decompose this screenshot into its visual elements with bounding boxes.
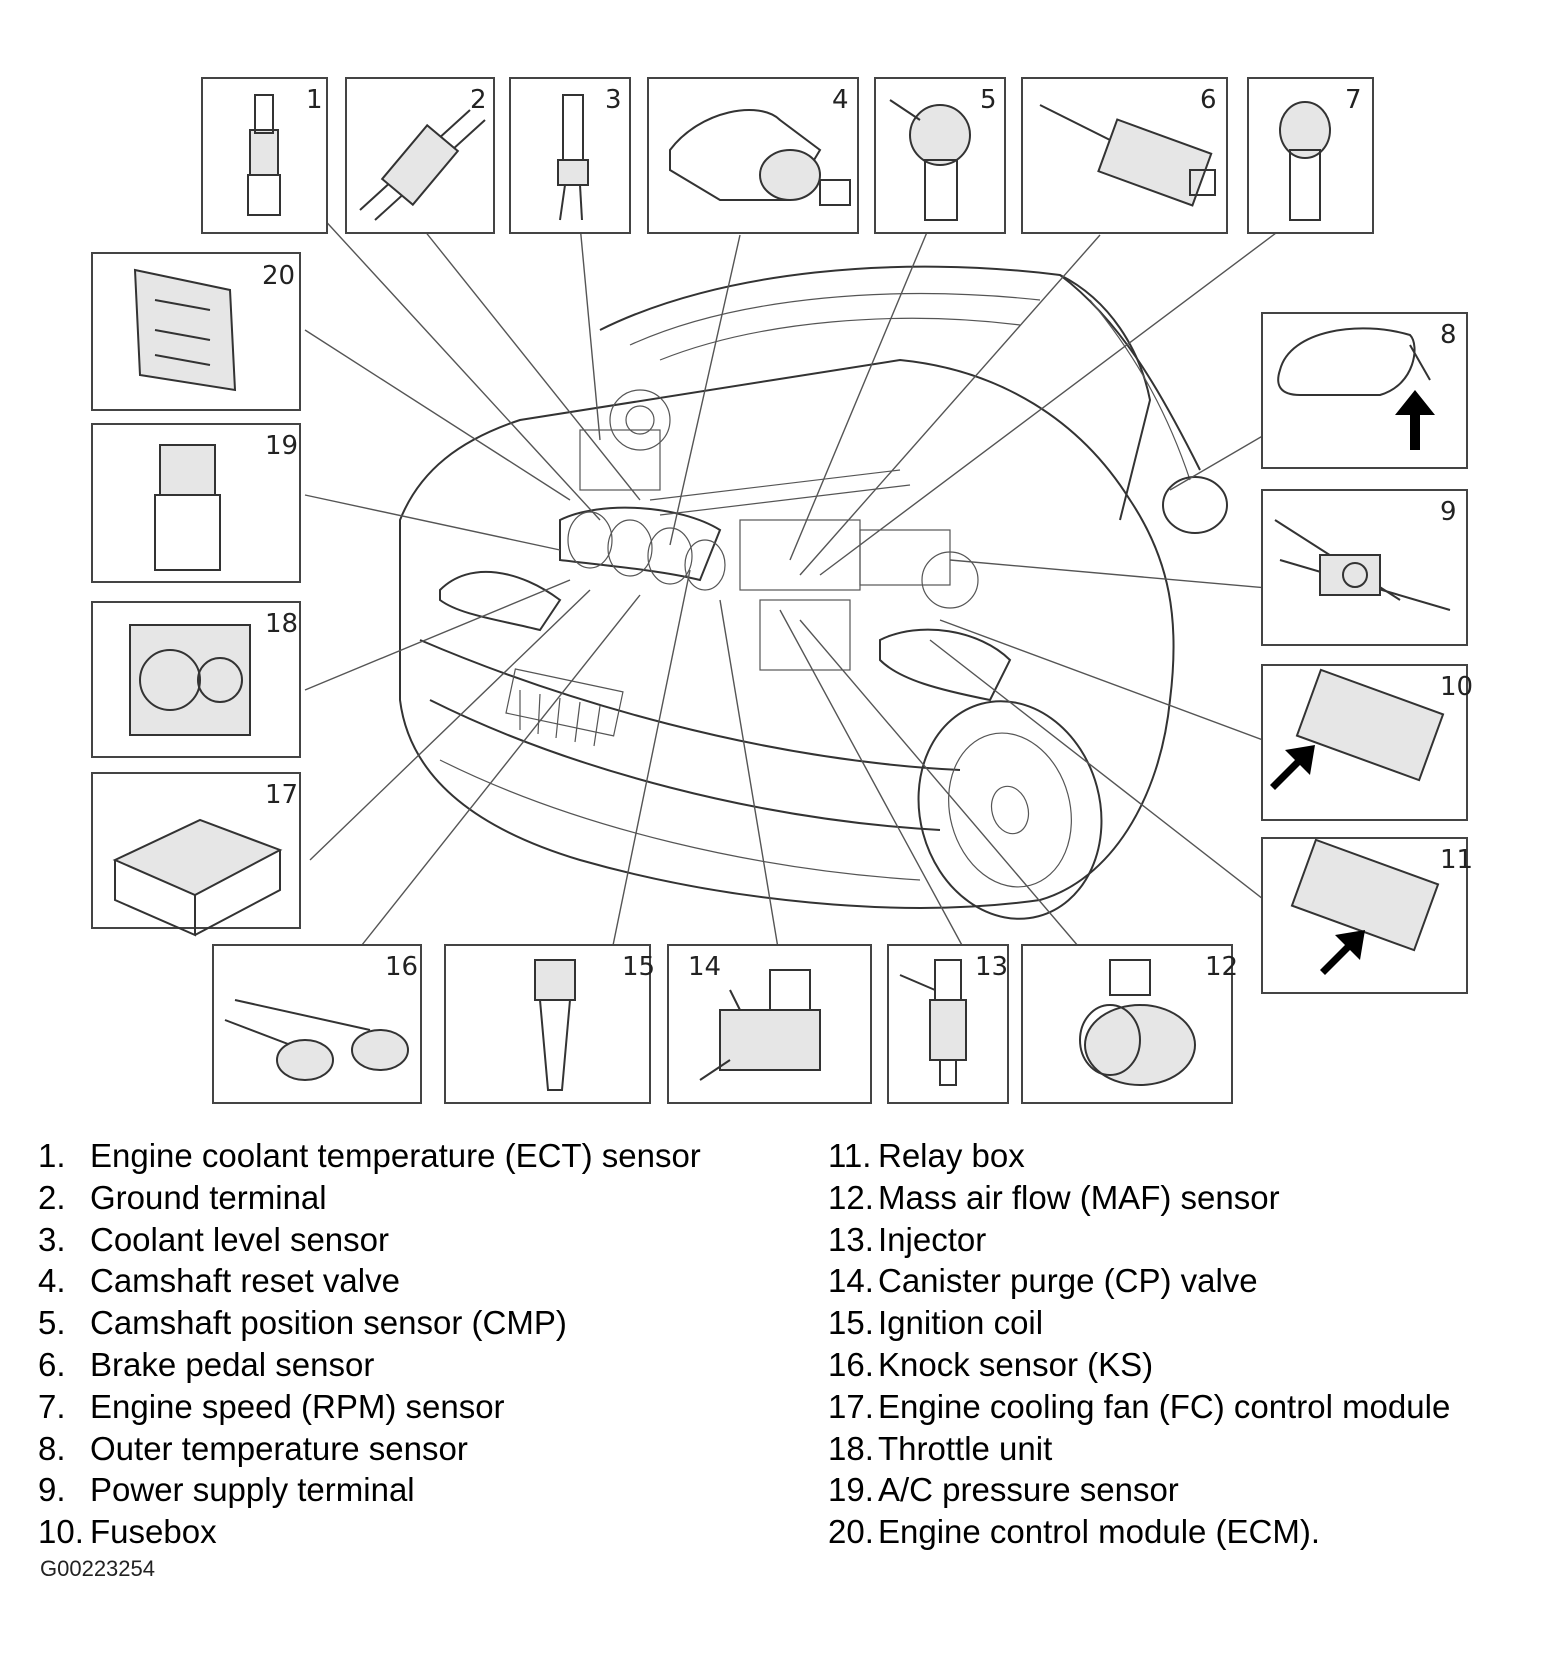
callout-4: 4 — [647, 77, 859, 234]
arrow-icon — [1395, 390, 1435, 450]
legend-item: 11.Relay box — [828, 1137, 1025, 1174]
legend-item: 18.Throttle unit — [828, 1429, 1053, 1467]
legend-item: 6.Brake pedal sensor — [38, 1345, 375, 1383]
callout-number: 3 — [605, 85, 622, 115]
legend-item: 8.Outer temperature sensor — [38, 1429, 468, 1467]
callout-number: 7 — [1345, 85, 1362, 115]
callout-number: 10 — [1440, 672, 1473, 702]
callout-15: 15 — [444, 944, 655, 1104]
legend-item: 5.Camshaft position sensor (CMP) — [38, 1304, 567, 1342]
callout-number: 16 — [385, 952, 418, 982]
callout-number: 9 — [1440, 497, 1457, 527]
arrow-icon — [1320, 930, 1365, 975]
callout-number: 15 — [622, 952, 655, 982]
arrow-icon — [1270, 745, 1315, 790]
legend-item: 7.Engine speed (RPM) sensor — [38, 1387, 505, 1425]
callout-number: 12 — [1205, 952, 1238, 982]
legend-item: 13.Injector — [828, 1220, 987, 1258]
legend-item: 10.Fusebox — [38, 1513, 217, 1551]
legend-left-column: 1.Engine coolant temperature (ECT) senso… — [38, 1135, 701, 1553]
callout-number: 2 — [470, 85, 487, 115]
legend-item: 4.Camshaft reset valve — [38, 1262, 400, 1300]
callout-number: 6 — [1200, 85, 1217, 115]
callout-9: 9 — [1261, 489, 1468, 646]
callout-18: 18 — [91, 601, 301, 758]
legend-item: 2.Ground terminal — [38, 1178, 327, 1216]
legend-item: 1.Engine coolant temperature (ECT) senso… — [38, 1137, 701, 1174]
legend-item: 14.Canister purge (CP) valve — [828, 1262, 1258, 1300]
legend-item: 15.Ignition coil — [828, 1304, 1044, 1342]
car-illustration — [399, 265, 1228, 920]
legend-item: 16.Knock sensor (KS) — [828, 1345, 1154, 1383]
callout-2: 2 — [345, 77, 495, 234]
callout-20: 20 — [91, 252, 301, 411]
document-id: G00223254 — [40, 1556, 155, 1581]
callout-14: 14 — [667, 944, 872, 1104]
callout-16: 16 — [212, 944, 422, 1104]
callout-5: 5 — [874, 77, 1006, 234]
callout-10: 10 — [1261, 664, 1473, 821]
callout-8: 8 — [1261, 312, 1468, 469]
callout-number: 8 — [1440, 320, 1457, 350]
callout-number: 4 — [832, 85, 849, 115]
callout-number: 18 — [265, 609, 298, 639]
callout-1: 1 — [201, 77, 328, 234]
legend-item: 17.Engine cooling fan (FC) control modul… — [828, 1387, 1451, 1425]
legend-item: 9.Power supply terminal — [38, 1471, 415, 1509]
callout-number: 17 — [265, 780, 298, 810]
callout-number: 5 — [980, 85, 997, 115]
callout-number: 1 — [306, 85, 323, 115]
callout-17: 17 — [91, 772, 301, 937]
callout-number: 11 — [1440, 845, 1473, 875]
legend-item: 12.Mass air flow (MAF) sensor — [828, 1178, 1280, 1216]
legend-right-column: 11.Relay box 12.Mass air flow (MAF) sens… — [828, 1135, 1450, 1553]
callout-number: 20 — [262, 261, 295, 291]
callout-6: 6 — [1021, 77, 1228, 234]
callout-13: 13 — [887, 944, 1009, 1104]
callout-11: 11 — [1261, 837, 1473, 994]
legend-item: 20.Engine control module (ECM). — [828, 1513, 1321, 1551]
callout-12: 12 — [1021, 944, 1238, 1104]
callout-number: 13 — [975, 952, 1008, 982]
legend-item: 3.Coolant level sensor — [38, 1220, 389, 1258]
callout-number: 19 — [265, 431, 298, 461]
callout-19: 19 — [91, 423, 301, 583]
callout-3: 3 — [509, 77, 631, 234]
component-locator-diagram: 1 2 3 4 5 6 7 — [91, 77, 1473, 1104]
callout-7: 7 — [1247, 77, 1374, 234]
leader-lines — [304, 214, 1291, 961]
callout-number: 14 — [688, 952, 721, 982]
legend-item: 19.A/C pressure sensor — [828, 1471, 1179, 1509]
